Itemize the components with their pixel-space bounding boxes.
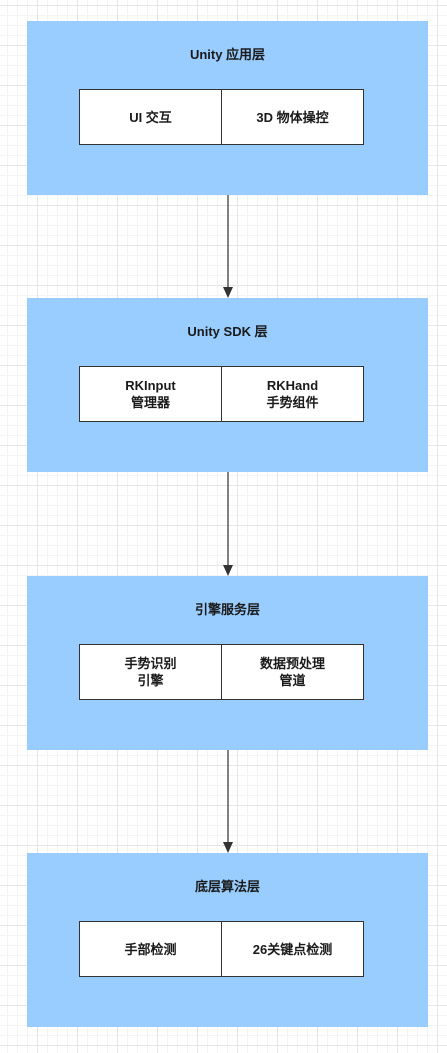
layer-title: 引擎服务层 [194, 602, 260, 617]
component-ui-interaction: UI 交互 [79, 89, 222, 145]
component-label-line-1: RKHand [266, 378, 319, 393]
component-label-line-2: 手势组件 [266, 395, 319, 410]
arrow-app-to-sdk [223, 195, 233, 298]
component-label-line-1: 手势识别 [124, 656, 177, 671]
component-label-line-2: 管理器 [130, 395, 170, 410]
layer-engine-service: 引擎服务层 手势识别 引擎 数据预处理 管道 [27, 576, 428, 750]
component-rkinput-manager: RKInput 管理器 [79, 366, 222, 422]
component-data-preprocessing-pipeline: 数据预处理 管道 [221, 644, 364, 700]
arrow-sdk-to-engine [223, 472, 233, 576]
layer-title: Unity 应用层 [189, 47, 266, 62]
component-3d-object-control: 3D 物体操控 [221, 89, 364, 145]
component-label-line-1: RKInput [125, 378, 176, 393]
layer-title: 底层算法层 [194, 879, 260, 894]
component-label-line-2: 管道 [279, 673, 306, 688]
component-rkhand-gesture: RKHand 手势组件 [221, 366, 364, 422]
component-label: UI 交互 [129, 109, 172, 125]
layer-unity-app: Unity 应用层 UI 交互 3D 物体操控 [27, 21, 428, 195]
component-label-line-2: 引擎 [137, 673, 164, 688]
component-26-keypoint-detection: 26关键点检测 [221, 921, 364, 977]
layer-base-algorithm: 底层算法层 手部检测 26关键点检测 [27, 853, 428, 1027]
layer-title: Unity SDK 层 [187, 324, 268, 339]
component-label-line-1: 数据预处理 [259, 656, 325, 671]
component-label: 26关键点检测 [252, 941, 333, 957]
arrow-engine-to-algorithm [223, 750, 233, 853]
component-label: 3D 物体操控 [256, 109, 329, 125]
layer-unity-sdk: Unity SDK 层 RKInput 管理器 RKHand 手势组件 [27, 298, 428, 472]
component-label: 手部检测 [124, 941, 177, 957]
